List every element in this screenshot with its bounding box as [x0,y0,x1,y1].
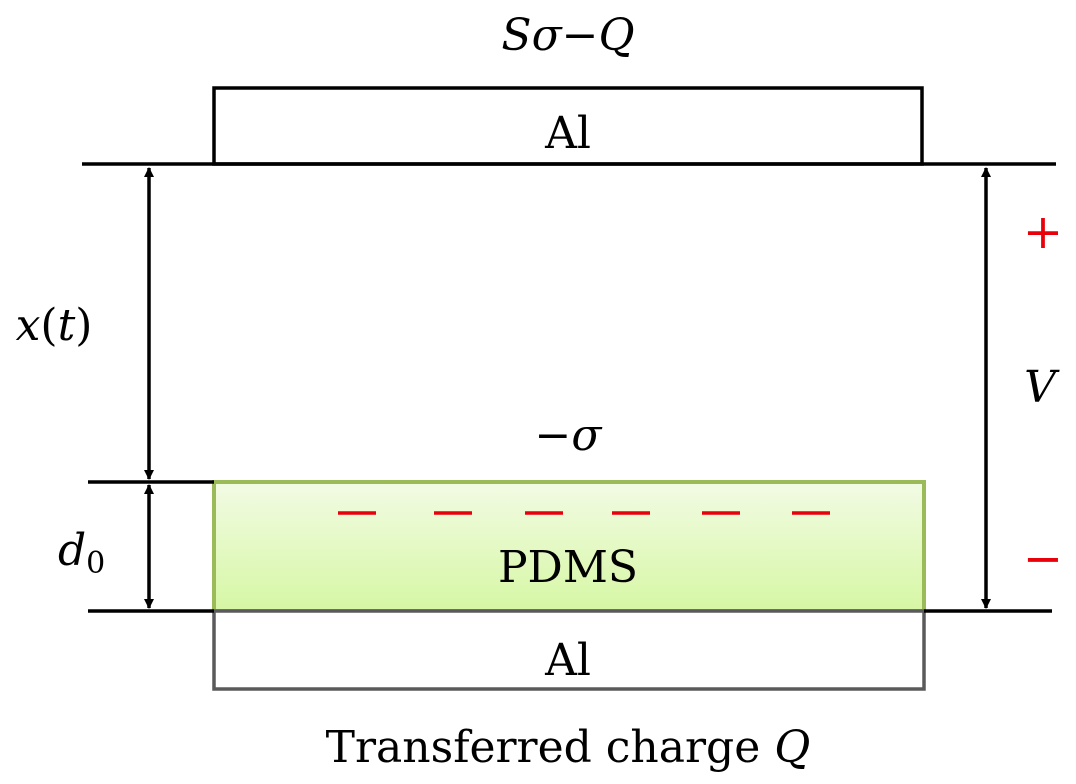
positive-terminal-sign: + [1023,204,1063,260]
bottom-electrode-label: Al [544,635,591,686]
bottom-electrode [212,609,926,691]
gap-label: x(t) [16,300,93,351]
surface-charge-label: −σ [535,410,604,461]
caption: Transferred charge Q [326,722,811,773]
top-electrode [212,86,924,166]
negative-terminal-sign: − [1023,531,1063,587]
voltage-label: V [1024,362,1060,413]
top-electrode-label: Al [544,108,591,159]
pdms-layer [212,480,926,613]
top-charge-label: Sσ−Q [501,10,634,61]
pdms-label: PDMS [498,542,638,593]
thickness-label: d0 [58,525,105,581]
